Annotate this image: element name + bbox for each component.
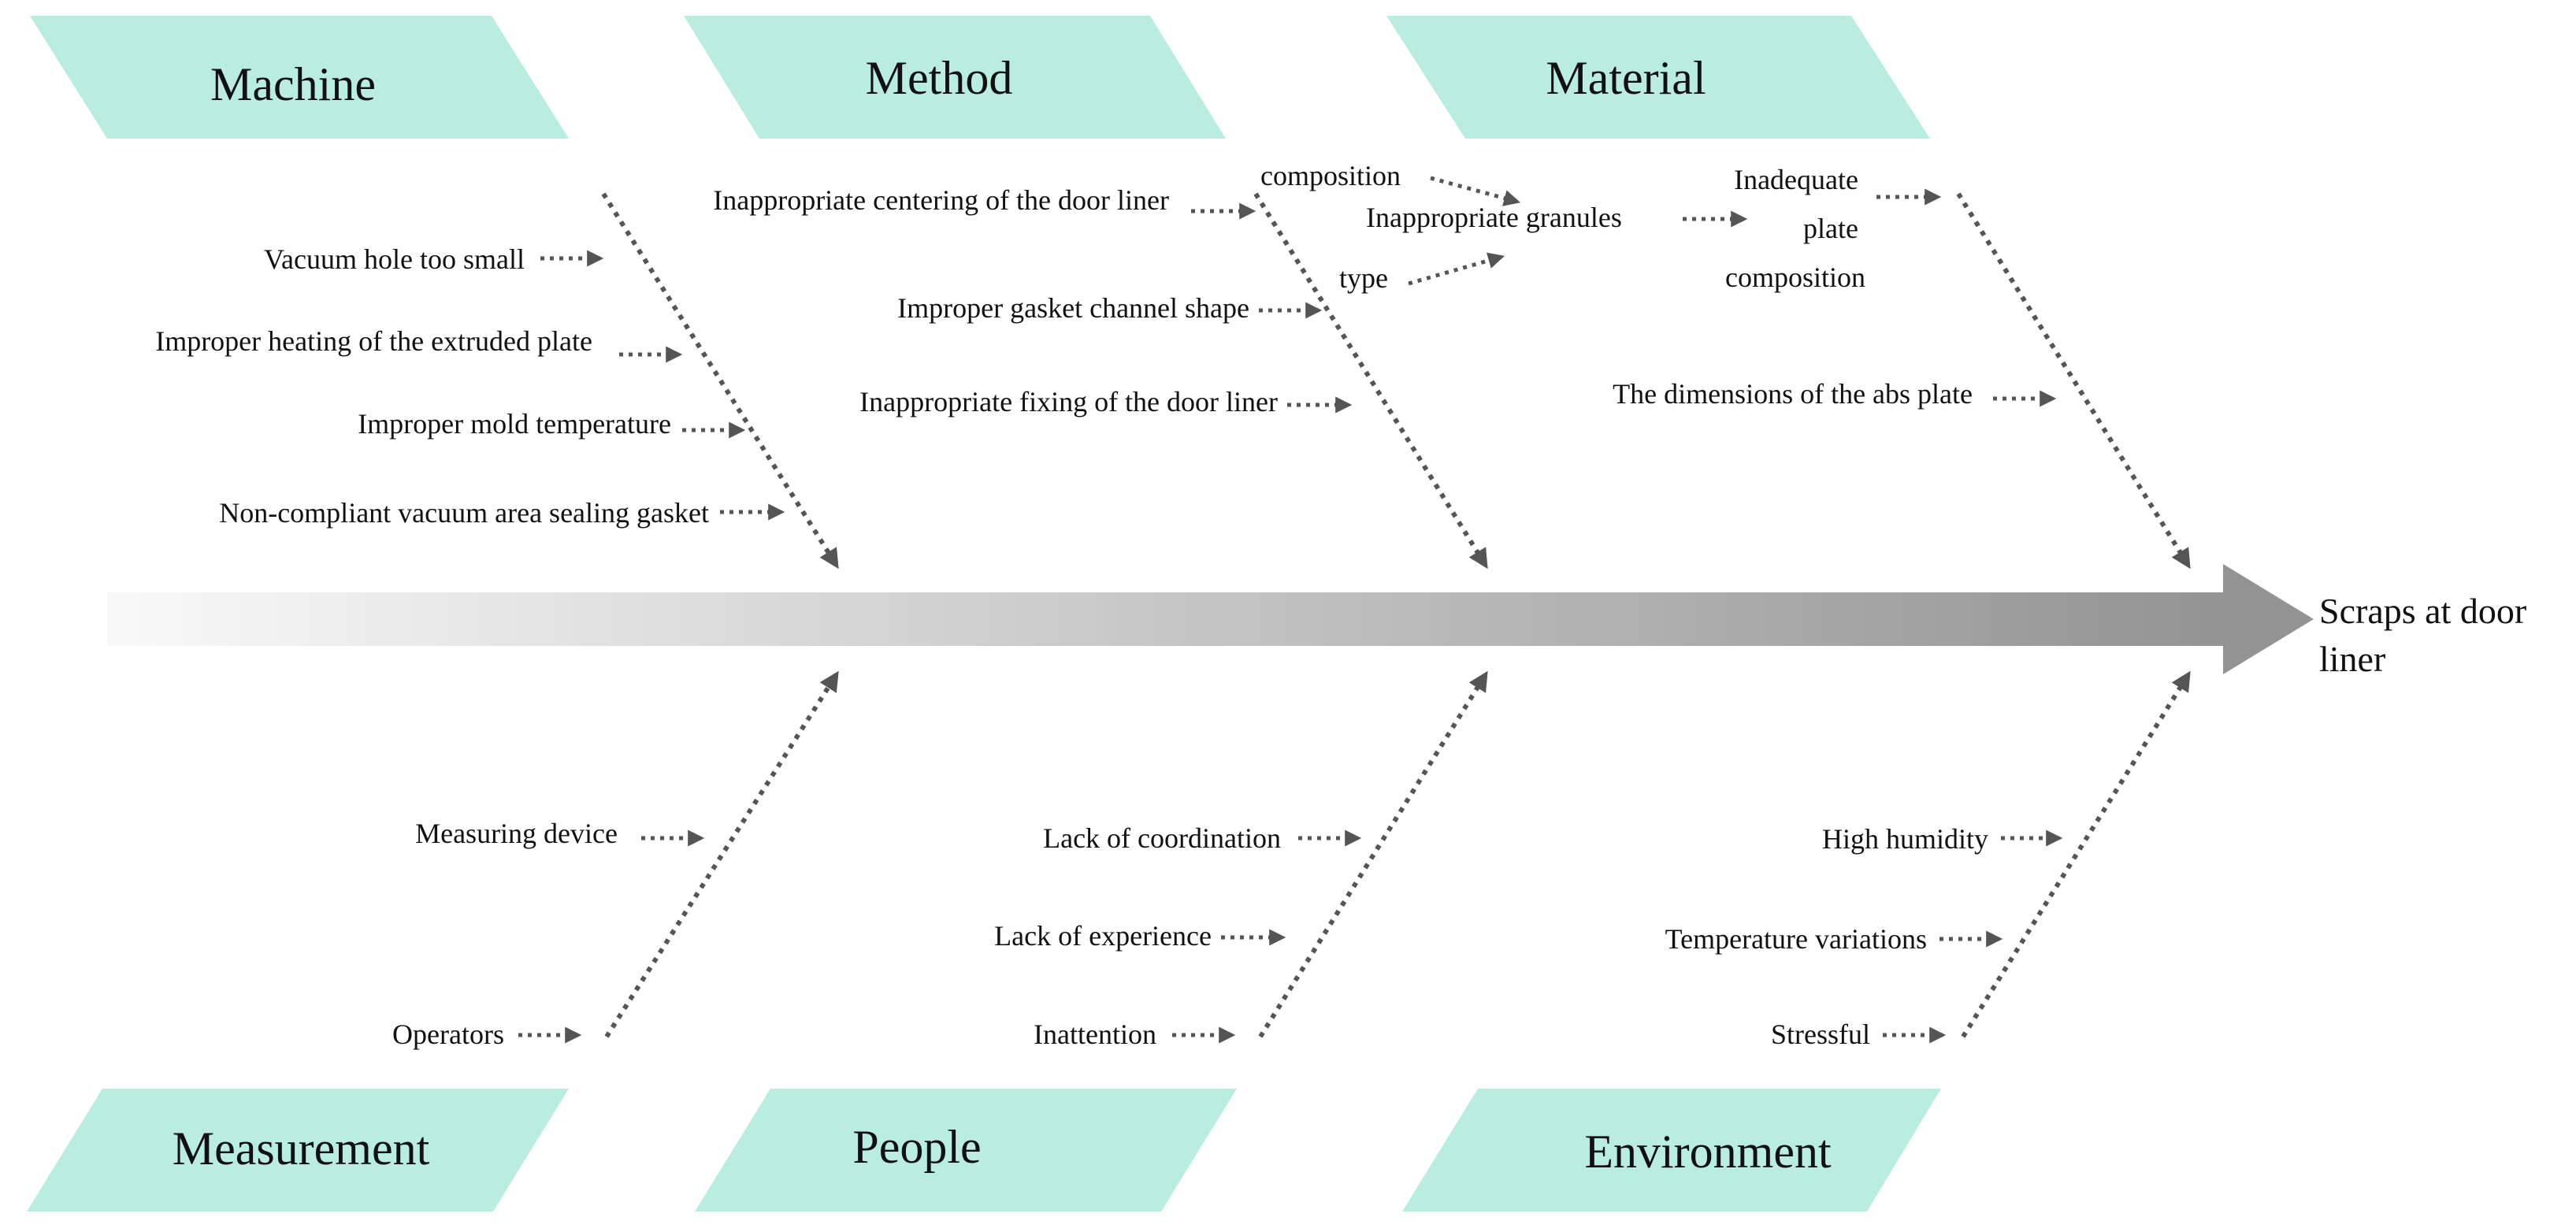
category-label-machine: Machine: [210, 58, 376, 110]
bone-method: [1253, 192, 1488, 570]
category-box-environment: [1402, 1089, 1941, 1212]
cause-label: Improper gasket channel shape: [897, 292, 1249, 324]
cause-label: The dimensions of the abs plate: [1613, 378, 1973, 410]
cause-arrow-type: [1408, 252, 1505, 286]
category-box-method: [684, 16, 1226, 139]
category-header-measurement: Measurement: [27, 1089, 569, 1212]
category-header-people: People: [695, 1089, 1237, 1212]
cause-label-line: plate: [1803, 213, 1858, 244]
category-box-measurement: [27, 1089, 569, 1212]
category-header-method: Method: [684, 16, 1226, 139]
bone-measurement: [604, 670, 839, 1038]
cause-label: Non-compliant vacuum area sealing gasket: [219, 497, 709, 529]
category-header-material: Material: [1386, 16, 1930, 139]
category-header-machine: Machine: [30, 16, 569, 139]
effect-label-line2: liner: [2319, 639, 2385, 679]
cause-label: Temperature variations: [1665, 923, 1927, 955]
category-box-people: [695, 1089, 1237, 1212]
main-spine-arrow: [107, 564, 2314, 674]
cause-label-line: composition: [1725, 262, 1865, 293]
cause-label: Improper heating of the extruded plate: [155, 325, 592, 357]
spine-arrowhead: [2223, 564, 2314, 674]
bone-material: [1956, 192, 2191, 570]
category-box-machine: [30, 16, 569, 139]
category-header-environment: Environment: [1402, 1089, 1941, 1212]
cause-label: Inappropriate granules: [1366, 202, 1622, 233]
spine-shaft: [107, 592, 2231, 646]
cause-label: Inappropriate centering of the door line…: [713, 184, 1169, 216]
cause-label: Inappropriate fixing of the door liner: [859, 386, 1278, 417]
category-box-material: [1386, 16, 1930, 139]
cause-label: Improper mold temperature: [358, 408, 671, 440]
bone-environment: [1961, 670, 2191, 1038]
effect-label: Scraps at door liner: [2319, 591, 2536, 679]
cause-label-line: Inadequate: [1734, 164, 1858, 195]
category-label-environment: Environment: [1584, 1126, 1832, 1178]
cause-label: Vacuum hole too small: [264, 243, 525, 275]
cause-label: Lack of coordination: [1043, 822, 1281, 854]
cause-label: Inattention: [1034, 1019, 1156, 1050]
category-label-method: Method: [866, 52, 1013, 104]
cause-label: Stressful: [1771, 1019, 1870, 1050]
category-label-measurement: Measurement: [173, 1123, 430, 1174]
cause-label: Lack of experience: [994, 920, 1212, 952]
cause-label: High humidity: [1822, 823, 1988, 855]
cause-label: Operators: [392, 1019, 504, 1050]
bone-people: [1258, 670, 1488, 1038]
category-label-material: Material: [1546, 52, 1706, 104]
cause-label: type: [1339, 262, 1388, 294]
cause-label: Measuring device: [415, 818, 618, 849]
cause-label: composition: [1260, 160, 1401, 191]
category-label-people: People: [852, 1121, 981, 1173]
effect-label-line1: Scraps at door: [2319, 591, 2526, 631]
cause-label: Inadequate plate composition: [1725, 164, 1865, 293]
bone-machine: [601, 192, 839, 570]
cause-arrow-composition: [1430, 176, 1521, 206]
